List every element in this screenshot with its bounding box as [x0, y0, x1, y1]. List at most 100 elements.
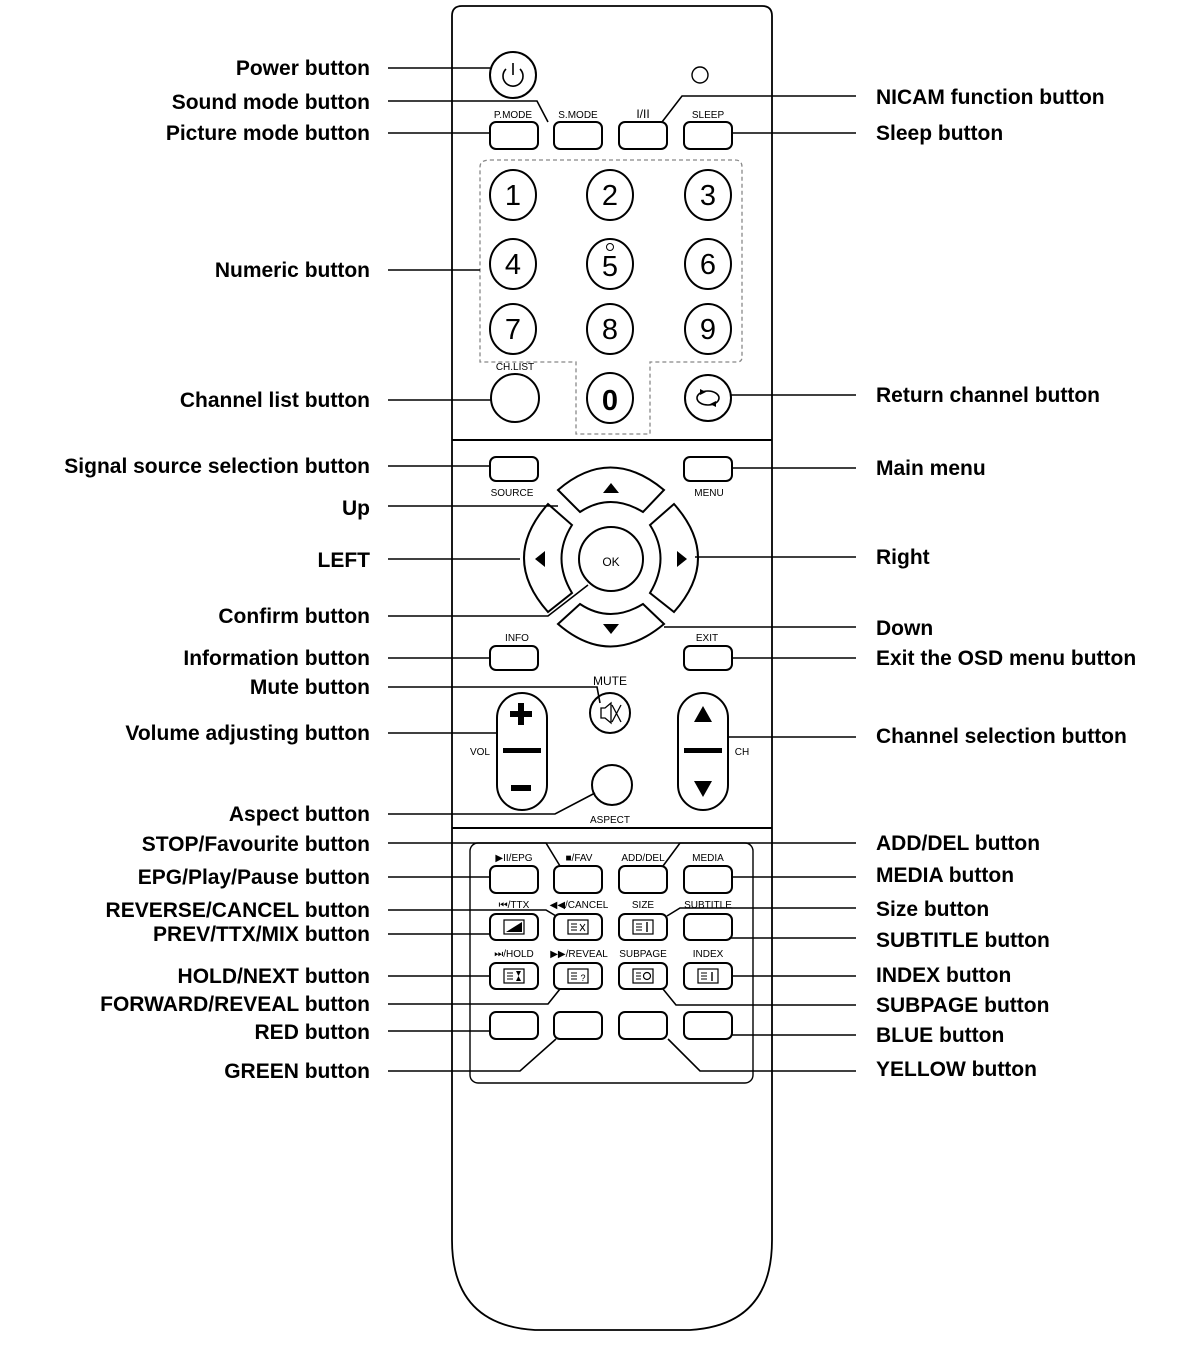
sleep-label: SLEEP: [692, 110, 725, 121]
mix-icon: [503, 919, 525, 935]
callout-down: Down: [876, 617, 933, 640]
media-button[interactable]: [683, 865, 733, 894]
digit-2-label: 2: [602, 180, 618, 212]
digit-7-button[interactable]: 7: [489, 303, 537, 355]
up-arrow-icon: [603, 483, 619, 493]
blue-button[interactable]: [683, 1011, 733, 1040]
callout-aspect: Aspect button: [229, 803, 370, 826]
reveal-label: ▶▶/REVEAL: [550, 949, 608, 960]
index-label: INDEX: [693, 949, 724, 960]
digit-0-label: 0: [602, 385, 618, 417]
mute-button[interactable]: [589, 692, 631, 734]
callout-channel-selection: Channel selection button: [876, 725, 1127, 748]
callout-size: Size button: [876, 898, 989, 921]
callout-main-menu: Main menu: [876, 457, 986, 480]
callout-subpage: SUBPAGE button: [876, 994, 1049, 1017]
callout-subtitle: SUBTITLE button: [876, 929, 1050, 952]
digit-4-button[interactable]: 4: [489, 238, 537, 290]
exit-button[interactable]: [683, 645, 733, 671]
digit-6-button[interactable]: 6: [684, 238, 732, 290]
info-label: INFO: [505, 633, 529, 644]
digit-0-button[interactable]: 0: [586, 372, 634, 424]
index-icon: [697, 968, 719, 984]
callout-epg: EPG/Play/Pause button: [138, 866, 370, 889]
info-button[interactable]: [489, 645, 539, 671]
epg-play-pause-button[interactable]: [489, 865, 539, 894]
channel-rocker[interactable]: [677, 692, 729, 811]
forward-reveal-button[interactable]: ?: [553, 962, 603, 990]
callout-blue: BLUE button: [876, 1024, 1004, 1047]
menu-button[interactable]: [683, 456, 733, 482]
source-button[interactable]: [489, 456, 539, 482]
hold-next-button[interactable]: [489, 962, 539, 990]
callout-hold-next: HOLD/NEXT button: [178, 965, 370, 988]
green-button[interactable]: [553, 1011, 603, 1040]
callout-yellow: YELLOW button: [876, 1058, 1037, 1081]
return-channel-button[interactable]: [684, 374, 732, 422]
ch-label: CH: [735, 747, 749, 758]
callout-confirm: Confirm button: [218, 605, 370, 628]
callout-green: GREEN button: [224, 1060, 370, 1083]
callout-prev-ttx: PREV/TTX/MIX button: [153, 923, 370, 946]
callout-sleep: Sleep button: [876, 122, 1003, 145]
index-button[interactable]: [683, 962, 733, 990]
subpage-button[interactable]: [618, 962, 668, 990]
source-label: SOURCE: [491, 488, 534, 499]
callout-source: Signal source selection button: [64, 455, 370, 478]
callout-add-del: ADD/DEL button: [876, 832, 1040, 855]
digit-3-button[interactable]: 3: [684, 169, 732, 221]
digit-1-button[interactable]: 1: [489, 169, 537, 221]
digit-8-button[interactable]: 8: [586, 303, 634, 355]
ch-down-icon: [694, 781, 712, 797]
callout-picture-mode: Picture mode button: [166, 122, 370, 145]
rocker-divider: [503, 748, 541, 753]
digit-9-button[interactable]: 9: [684, 303, 732, 355]
nicam-label: I/II: [636, 107, 649, 121]
subpage-label: SUBPAGE: [619, 949, 667, 960]
nicam-button[interactable]: [618, 121, 668, 150]
sleep-button[interactable]: [683, 121, 733, 150]
media-label: MEDIA: [692, 853, 724, 864]
power-button[interactable]: [489, 51, 537, 99]
left-button[interactable]: [523, 502, 574, 614]
size-button[interactable]: [618, 913, 668, 941]
callout-red: RED button: [255, 1021, 370, 1044]
callout-information: Information button: [183, 647, 370, 670]
right-button[interactable]: [648, 502, 699, 614]
chlist-button[interactable]: [490, 373, 540, 423]
return-arrows-icon: [696, 389, 720, 407]
prev-ttx-mix-button[interactable]: [489, 913, 539, 941]
callout-numeric: Numeric button: [215, 259, 370, 282]
dpad: OK: [523, 466, 699, 648]
aspect-button[interactable]: [591, 764, 633, 806]
right-callout-lines: [661, 95, 856, 1072]
top-row-buttons: P.MODE S.MODE I/II SLEEP: [489, 107, 733, 150]
ch-up-icon: [694, 706, 712, 722]
yellow-button[interactable]: [618, 1011, 668, 1040]
numeric-keypad: 1 2 3 4 5 6 7 8 9 0: [489, 169, 732, 424]
digit-6-label: 6: [700, 249, 716, 281]
reveal-icon: ?: [567, 968, 589, 984]
down-arrow-icon: [603, 624, 619, 634]
digit-2-button[interactable]: 2: [586, 169, 634, 221]
volume-rocker[interactable]: [496, 692, 548, 811]
minus-icon: [511, 785, 531, 791]
stop-fav-button[interactable]: [553, 865, 603, 894]
numeric-region-border: [479, 159, 743, 435]
callout-reverse-cancel: REVERSE/CANCEL button: [106, 899, 370, 922]
add-del-button[interactable]: [618, 865, 668, 894]
chlist-label: CH.LIST: [496, 362, 534, 373]
red-button[interactable]: [489, 1011, 539, 1040]
reverse-cancel-button[interactable]: [553, 913, 603, 941]
callout-index: INDEX button: [876, 964, 1011, 987]
pmode-button[interactable]: [489, 121, 539, 150]
tactile-dot-icon: [606, 243, 614, 251]
callout-up: Up: [342, 497, 370, 520]
hold-icon: [503, 968, 525, 984]
digit-5-button[interactable]: 5: [586, 238, 634, 290]
svg-text:?: ?: [580, 973, 585, 983]
subtitle-button[interactable]: [683, 913, 733, 941]
ok-button[interactable]: [578, 526, 644, 592]
smode-button[interactable]: [553, 121, 603, 150]
